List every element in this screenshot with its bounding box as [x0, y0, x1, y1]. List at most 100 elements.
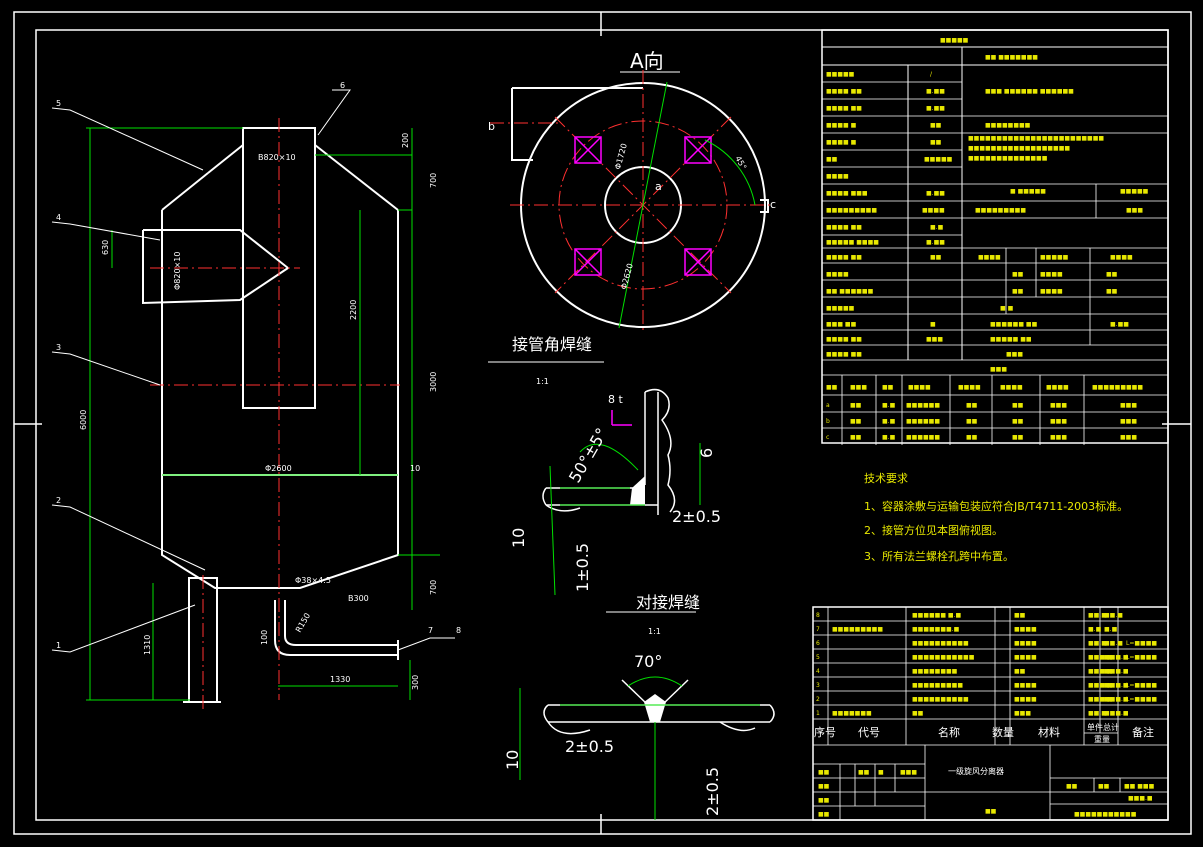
- svg-text:■ ■■■■■: ■ ■■■■■: [1010, 188, 1046, 195]
- label-top-pipe: B820×10: [258, 153, 296, 162]
- svg-text:■■■■: ■■■■: [1014, 640, 1037, 647]
- part-number-6: 6: [340, 81, 345, 90]
- svg-text:■■■■■■■■■: ■■■■■■■■■: [1092, 384, 1143, 391]
- svg-text:■■■.■: ■■■.■: [1088, 696, 1113, 703]
- part-number-5: 5: [56, 99, 61, 108]
- svg-text:■■■■: ■■■■: [1014, 682, 1037, 689]
- weld-detail-1: 接管角焊缝 1:1 8 t 50°±5° 6 2±0.5 10 1±0.5: [488, 335, 721, 596]
- svg-text:■ ■: ■ ■: [1000, 305, 1014, 312]
- label-h300: 300: [411, 675, 420, 690]
- weld2-ten: 10: [503, 750, 522, 770]
- view-a-letter-c: c: [770, 198, 776, 211]
- drawing-name: 一级旋风分离器: [948, 766, 1004, 776]
- header-single: 单件: [1087, 722, 1103, 732]
- svg-text:■■■■■: ■■■■■: [1040, 254, 1069, 261]
- dim-630: 630: [101, 240, 110, 255]
- view-a-title: A向: [630, 49, 664, 73]
- svg-text:■■: ■■: [826, 156, 838, 163]
- svg-text:■■: ■■: [818, 769, 830, 776]
- svg-text:4: 4: [816, 668, 820, 675]
- tech-req-item-3: 3、所有法兰螺栓孔跨中布置。: [864, 549, 1014, 563]
- header-total: 总计: [1103, 722, 1119, 732]
- svg-text:■■: ■■: [1106, 288, 1118, 295]
- svg-text:■■■■■■■■: ■■■■■■■■: [912, 668, 958, 675]
- header-name: 名称: [938, 725, 960, 739]
- tech-req-title: 技术要求: [864, 472, 908, 485]
- svg-text:■■■: ■■■: [1126, 207, 1143, 214]
- svg-text:3: 3: [816, 682, 820, 689]
- part-number-3: 3: [56, 343, 61, 352]
- svg-text:■■■: ■■■: [850, 384, 867, 391]
- svg-text:L=■■■■: L=■■■■: [1126, 696, 1157, 703]
- svg-text:/: /: [930, 71, 933, 78]
- svg-text:■■■■■ ■■■■: ■■■■■ ■■■■: [826, 239, 879, 246]
- svg-text:■■■■ ■■: ■■■■ ■■: [826, 254, 862, 261]
- weld2-scale: 1:1: [648, 627, 661, 636]
- svg-text:■■■■: ■■■■: [922, 207, 945, 214]
- svg-text:■■: ■■: [858, 769, 870, 776]
- svg-text:■■ ■■■: ■■ ■■■: [1124, 783, 1155, 790]
- svg-text:■■■■ ■■: ■■■■ ■■: [826, 351, 862, 358]
- svg-text:■■: ■■: [1014, 668, 1026, 675]
- svg-text:■■■■: ■■■■: [1040, 288, 1063, 295]
- svg-text:■■■■■■: ■■■■■■: [906, 434, 940, 441]
- svg-text:■■■■■: ■■■■■: [826, 305, 855, 312]
- svg-text:■■■: ■■■: [1014, 710, 1031, 717]
- svg-text:■■■■■■■■■■■: ■■■■■■■■■■■: [912, 654, 975, 661]
- weld1-ten: 10: [509, 528, 528, 548]
- svg-text:■■■: ■■■: [1120, 402, 1137, 409]
- tech-req-item-1: 1、容器涂敷与运输包装应符合JB/T4711-2003标准。: [864, 499, 1128, 513]
- svg-text:■■: ■■: [1012, 434, 1024, 441]
- weld2-two: 2±0.5: [703, 767, 722, 816]
- svg-text:■■■■■■■■■■■■■■: ■■■■■■■■■■■■■■: [968, 155, 1048, 162]
- svg-text:■■■■■: ■■■■■: [1120, 188, 1149, 195]
- svg-text:■■: ■■: [1012, 418, 1024, 425]
- svg-text:■.■: ■.■: [930, 224, 944, 231]
- view-a-dia-2620: Φ2620: [619, 262, 635, 290]
- svg-text:■■: ■■: [850, 418, 862, 425]
- svg-text:■■■■: ■■■■: [1040, 271, 1063, 278]
- svg-text:■■■■: ■■■■: [826, 173, 849, 180]
- design-data-table: ■■■■■ ■■ ■■■■■■■ ■■■■■/ ■■■■ ■■■.■■ ■■■■…: [821, 29, 1169, 445]
- svg-text:■■■■■■ ■.■: ■■■■■■ ■.■: [912, 612, 961, 619]
- label-r150: R150: [294, 611, 312, 634]
- header-seq: 序号: [814, 725, 836, 739]
- svg-text:■■■: ■■■: [1006, 351, 1023, 358]
- svg-text:■■■■: ■■■■: [826, 271, 849, 278]
- svg-text:■■■: ■■■: [926, 336, 943, 343]
- label-l1330: 1330: [330, 675, 350, 684]
- svg-text:■■■.■: ■■■.■: [1104, 710, 1129, 717]
- svg-text:■.■■: ■.■■: [1110, 321, 1129, 328]
- svg-text:■■■■: ■■■■: [958, 384, 981, 391]
- dim-200: 200: [401, 133, 410, 148]
- svg-text:■■: ■■: [930, 139, 942, 146]
- svg-text:■■: ■■: [966, 434, 978, 441]
- svg-text:■.■■: ■.■■: [926, 105, 945, 112]
- svg-text:■■: ■■: [930, 254, 942, 261]
- svg-text:■■ ■■■■■■■: ■■ ■■■■■■■: [985, 54, 1038, 61]
- svg-text:■■.■: ■■.■: [1088, 640, 1107, 647]
- dim-3000: 3000: [429, 372, 438, 392]
- label-shell-thickness: 10: [410, 464, 420, 473]
- weld1-t8: 8 t: [608, 393, 623, 406]
- svg-text:5: 5: [816, 654, 820, 661]
- svg-text:■■■■■■■■■: ■■■■■■■■■: [826, 207, 877, 214]
- svg-text:■■: ■■: [818, 797, 830, 804]
- header-weight: 重量: [1094, 734, 1110, 744]
- svg-text:■.■: ■.■: [882, 418, 896, 425]
- weld2-angle: 70°: [634, 652, 662, 671]
- weld1-scale: 1:1: [536, 377, 549, 386]
- part-number-8: 8: [456, 626, 461, 635]
- svg-text:■■■■: ■■■■: [1014, 626, 1037, 633]
- svg-text:6: 6: [816, 640, 820, 647]
- view-a-dia-1720: Φ1720: [613, 142, 629, 170]
- svg-text:■■■■■■: ■■■■■■: [906, 418, 940, 425]
- label-shell-diameter: Φ2600: [265, 464, 292, 473]
- svg-text:■■: ■■: [1014, 612, 1026, 619]
- svg-text:■■■■ ■: ■■■■ ■: [826, 139, 857, 146]
- svg-text:■■■: ■■■: [1120, 418, 1137, 425]
- svg-text:a: a: [826, 402, 830, 409]
- svg-text:■■■: ■■■: [1050, 402, 1067, 409]
- svg-text:c: c: [826, 434, 829, 441]
